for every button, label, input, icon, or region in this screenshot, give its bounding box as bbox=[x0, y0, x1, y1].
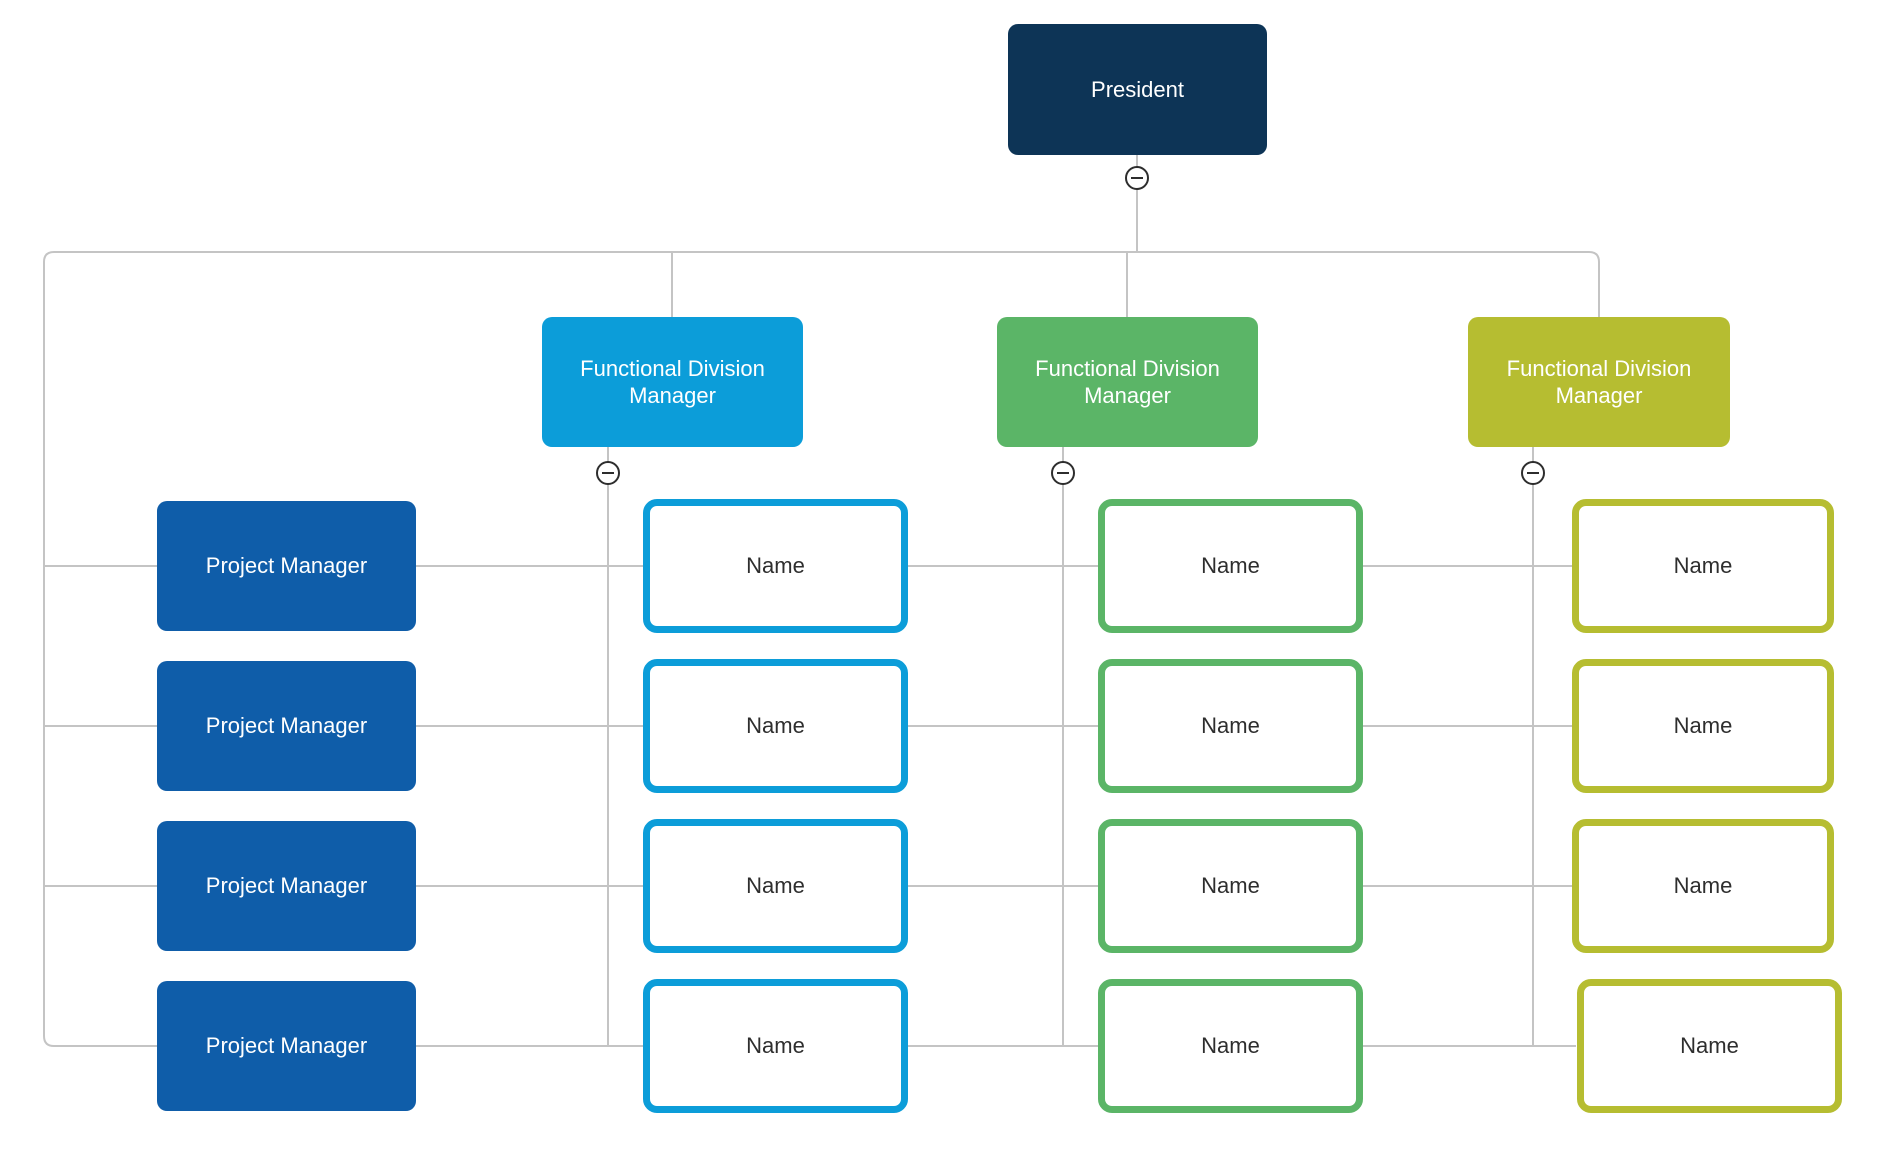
node-name-green-4[interactable]: Name bbox=[1098, 979, 1363, 1113]
node-name-label: Name bbox=[1673, 553, 1733, 578]
node-division-manager-blue[interactable]: Functional Division Manager bbox=[542, 317, 803, 447]
node-division-manager-label: Functional Division Manager bbox=[1035, 355, 1220, 409]
node-name-green-2[interactable]: Name bbox=[1098, 659, 1363, 793]
node-name-label: Name bbox=[746, 873, 805, 898]
node-name-label: Name bbox=[746, 1033, 805, 1058]
node-project-manager-2[interactable]: Project Manager bbox=[157, 661, 416, 791]
node-name-yellow-1[interactable]: Name bbox=[1572, 499, 1834, 633]
node-name-label: Name bbox=[1201, 553, 1260, 578]
node-name-label: Name bbox=[1673, 873, 1733, 898]
node-name-label: Name bbox=[1201, 873, 1260, 898]
node-division-manager-yellow[interactable]: Functional Division Manager bbox=[1468, 317, 1730, 447]
node-name-label: Name bbox=[1201, 713, 1260, 738]
node-name-blue-1[interactable]: Name bbox=[643, 499, 908, 633]
node-name-blue-2[interactable]: Name bbox=[643, 659, 908, 793]
node-project-manager-4[interactable]: Project Manager bbox=[157, 981, 416, 1111]
node-name-label: Name bbox=[1680, 1033, 1739, 1058]
node-name-yellow-3[interactable]: Name bbox=[1572, 819, 1834, 953]
collapse-toggle-president[interactable] bbox=[1125, 166, 1149, 190]
node-president[interactable]: President bbox=[1008, 24, 1267, 155]
node-division-manager-label: Functional Division Manager bbox=[1506, 355, 1692, 409]
node-division-manager-green[interactable]: Functional Division Manager bbox=[997, 317, 1258, 447]
node-name-label: Name bbox=[746, 713, 805, 738]
node-name-yellow-2[interactable]: Name bbox=[1572, 659, 1834, 793]
node-project-manager-label: Project Manager bbox=[205, 1033, 368, 1059]
node-name-blue-3[interactable]: Name bbox=[643, 819, 908, 953]
collapse-toggle-division-green[interactable] bbox=[1051, 461, 1075, 485]
node-project-manager-label: Project Manager bbox=[205, 553, 368, 579]
node-name-blue-4[interactable]: Name bbox=[643, 979, 908, 1113]
node-project-manager-3[interactable]: Project Manager bbox=[157, 821, 416, 951]
node-project-manager-1[interactable]: Project Manager bbox=[157, 501, 416, 631]
node-president-label: President bbox=[1091, 76, 1184, 102]
node-name-green-3[interactable]: Name bbox=[1098, 819, 1363, 953]
node-project-manager-label: Project Manager bbox=[205, 713, 368, 739]
node-name-label: Name bbox=[1201, 1033, 1260, 1058]
node-project-manager-label: Project Manager bbox=[205, 873, 368, 899]
node-name-yellow-4[interactable]: Name bbox=[1577, 979, 1842, 1113]
collapse-toggle-division-yellow[interactable] bbox=[1521, 461, 1545, 485]
node-name-label: Name bbox=[1673, 713, 1733, 738]
node-name-label: Name bbox=[746, 553, 805, 578]
node-division-manager-label: Functional Division Manager bbox=[580, 355, 765, 409]
node-name-green-1[interactable]: Name bbox=[1098, 499, 1363, 633]
collapse-toggle-division-blue[interactable] bbox=[596, 461, 620, 485]
connector-frame bbox=[43, 251, 1600, 1047]
